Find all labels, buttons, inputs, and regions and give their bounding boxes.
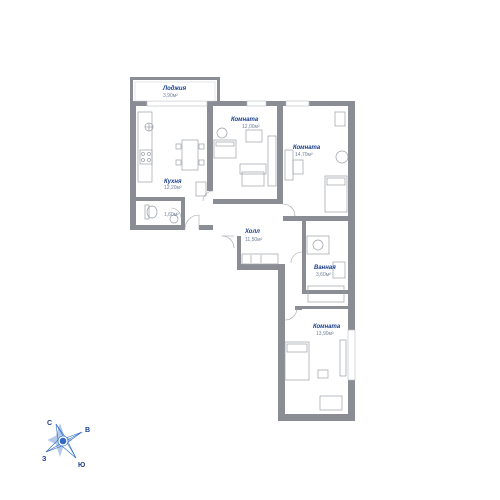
compass-east: В — [85, 427, 90, 434]
windows — [146, 100, 356, 381]
kitchen-counter — [137, 111, 153, 183]
compass-west: З — [42, 456, 47, 463]
doors — [170, 190, 303, 321]
furniture — [137, 111, 349, 411]
room-name-living3: Комната — [313, 324, 341, 330]
room-area-hall: 11,50м² — [245, 237, 263, 243]
toilet — [146, 205, 158, 219]
room-area-living1: 12,00м² — [242, 124, 260, 130]
compass-south: Ю — [78, 462, 85, 469]
room-area-kitchen: 12,20м² — [164, 185, 182, 191]
room-area-bath: 3,60м² — [316, 272, 331, 278]
compass-north: С — [47, 420, 52, 427]
room-area-wc: 1,60м² — [164, 212, 179, 218]
compass-icon — [45, 423, 83, 459]
hall-wardrobe — [241, 253, 279, 265]
room-name-kitchen: Кухня — [164, 179, 182, 185]
walls — [130, 77, 355, 421]
chair-2 — [335, 150, 349, 164]
room-name-loggia: Лоджия — [162, 86, 187, 92]
kitchen-table — [181, 139, 199, 171]
bed-2 — [324, 175, 348, 213]
room-name-hall: Холл — [244, 229, 260, 235]
room-area-living3: 13,90м² — [316, 331, 334, 337]
room-area-living2: 14,70м² — [295, 152, 313, 158]
room-area-loggia: 3,90м² — [163, 93, 178, 99]
compass-rose: С В З Ю — [42, 420, 90, 469]
bed-3 — [284, 341, 310, 381]
room-name-bath: Ванная — [314, 265, 336, 271]
sofa-1 — [213, 139, 237, 159]
loggia-floor — [134, 81, 216, 102]
room-labels: Лоджия 3,90м² Комната 12,00м² Комната 14… — [162, 86, 341, 337]
room-name-living1: Комната — [231, 117, 259, 123]
room-name-living2: Комната — [293, 145, 321, 151]
bathtub — [307, 285, 345, 303]
